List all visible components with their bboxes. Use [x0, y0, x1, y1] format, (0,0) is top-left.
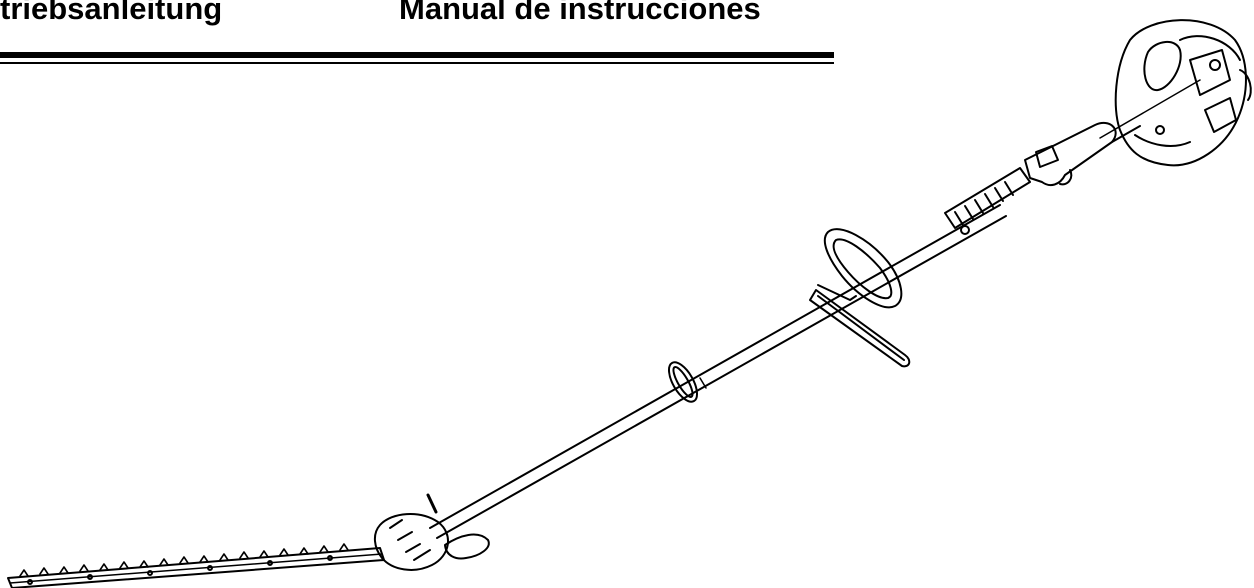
- shaft-collar: [668, 361, 698, 403]
- t-handle: [809, 289, 911, 368]
- engine-housing: [1099, 19, 1252, 167]
- header-rule-thick: [0, 52, 834, 58]
- throttle-handle: [1024, 122, 1117, 187]
- shaft: [429, 204, 1007, 539]
- header-title-right: Manual de instrucciones: [399, 0, 761, 26]
- cutter-bar: [7, 543, 385, 588]
- header-rule-thin: [0, 62, 834, 64]
- loop-handle: [817, 228, 903, 309]
- gear-head: [374, 493, 490, 571]
- header-title-left: triebsanleitung: [0, 0, 223, 26]
- shaft-grip: [944, 167, 1031, 235]
